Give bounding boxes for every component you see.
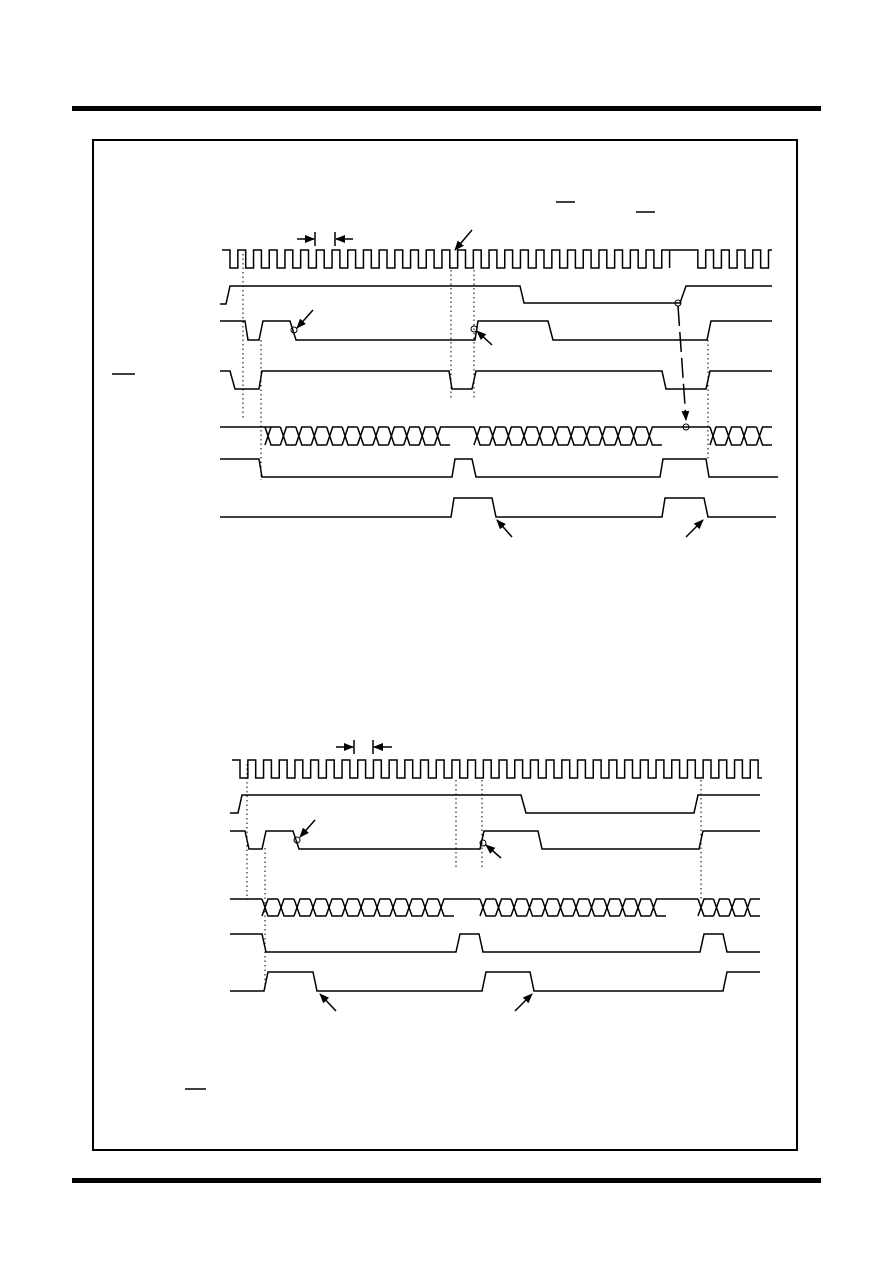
signal-pulse [220, 497, 776, 518]
signal-level-1 [230, 794, 760, 814]
sample-arrow [476, 330, 493, 346]
signal-level-2 [230, 830, 760, 850]
figure-frame [92, 139, 798, 1151]
top-timing-diagram [112, 201, 778, 538]
delay-dashed-arrow [677, 305, 690, 421]
signal-level-3 [230, 933, 760, 953]
sample-arrow [299, 819, 316, 838]
signal-level-1 [220, 285, 772, 305]
clock-period-dimension [336, 740, 392, 754]
sample-arrow [296, 309, 314, 329]
bottom-guide-lines [246, 764, 702, 990]
sample-point-marker [293, 836, 301, 844]
sample-arrow [485, 844, 502, 859]
clock-signal [232, 759, 762, 779]
pulse-arrow [685, 519, 704, 538]
data-bus [230, 898, 760, 917]
header-rule [72, 106, 821, 111]
clock-period-dimension [297, 232, 353, 246]
signal-level-2 [220, 320, 772, 341]
clock-edge-arrow [454, 229, 473, 251]
sample-point-marker [290, 326, 298, 334]
bottom-timing-diagram [185, 740, 762, 1090]
signal-pulse [230, 971, 760, 992]
pulse-arrow [496, 519, 513, 538]
sample-point-marker [479, 839, 487, 847]
signal-level-3 [220, 370, 772, 390]
signal-level-4 [220, 458, 778, 478]
pulse-arrow [319, 993, 337, 1012]
sample-point-marker [470, 325, 478, 333]
pulse-arrow [514, 993, 533, 1012]
data-bus [220, 426, 772, 446]
clock-signal [222, 249, 772, 269]
top-guide-lines [242, 254, 709, 480]
footer-rule [72, 1178, 821, 1183]
